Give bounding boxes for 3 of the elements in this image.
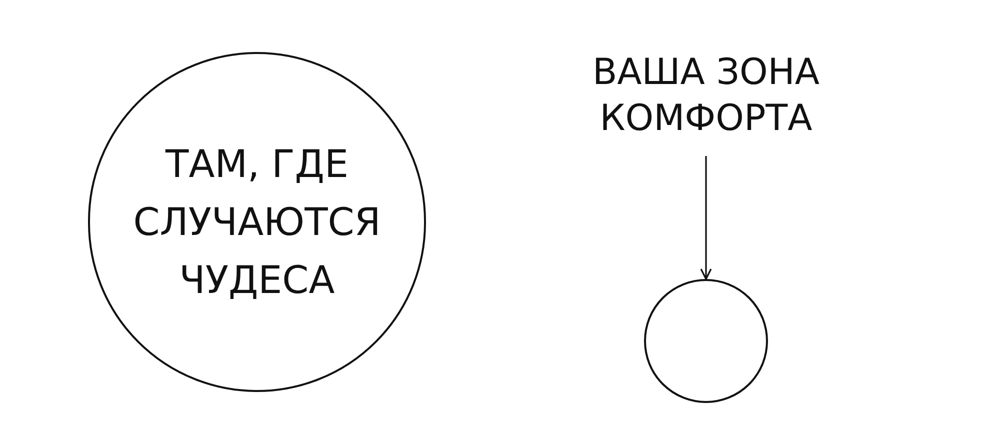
arrow: [700, 156, 712, 280]
caption-text: ВАША ЗОНА КОМФОРТА: [591, 51, 820, 141]
caption-text: ТАМ, ГДЕ СЛУЧАЮТСЯ ЧУДЕСА: [132, 141, 382, 304]
